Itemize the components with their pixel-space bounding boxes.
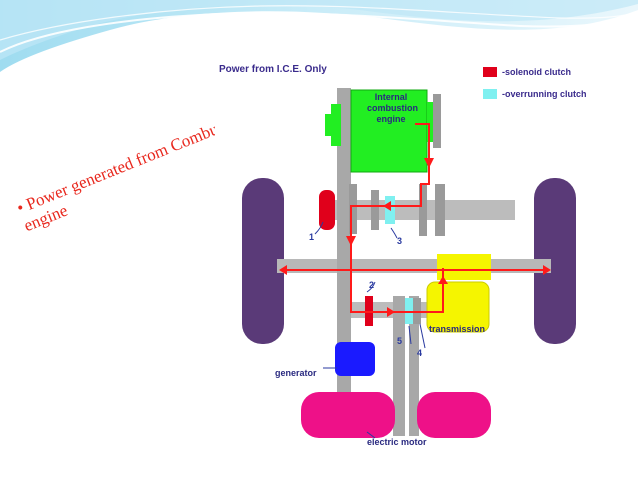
electric-motor-right	[417, 392, 491, 438]
legend-overrunning-label: -overrunning clutch	[502, 89, 587, 99]
gear	[371, 190, 379, 230]
legend-solenoid: -solenoid clutch	[483, 67, 571, 77]
callout-3: 3	[397, 236, 403, 246]
center-vertical-shaft	[393, 296, 405, 436]
electric-motor-label: electric motor	[367, 437, 427, 447]
left-vertical-shaft	[337, 88, 351, 418]
gear	[435, 184, 445, 236]
legend-overrunning: -overrunning clutch	[483, 89, 587, 99]
callout-1: 1	[309, 232, 315, 242]
gear	[433, 94, 441, 148]
transmission-label: transmission	[429, 324, 486, 334]
center-vertical-shaft-2	[409, 296, 419, 436]
engine-flange	[331, 104, 341, 146]
callout-5: 5	[397, 336, 403, 346]
powertrain-diagram: Power from I.C.E. Only -solenoid clutch …	[215, 56, 615, 454]
diagram-title: Power from I.C.E. Only	[219, 64, 327, 75]
engine-flange	[325, 114, 335, 136]
leader-lines	[314, 221, 426, 439]
right-wheel	[534, 178, 576, 344]
generator	[335, 342, 375, 376]
engine-label: Internal combustion engine	[367, 92, 418, 124]
power-flow-arrows	[279, 158, 551, 317]
gear	[349, 184, 357, 234]
callout-4: 4	[417, 348, 423, 358]
left-wheel	[242, 178, 284, 344]
callout-2: 2	[369, 280, 375, 290]
gear	[419, 184, 427, 236]
power-flow-path	[285, 123, 545, 313]
overrunning-swatch	[483, 89, 497, 99]
engine-block	[350, 89, 428, 173]
solenoid-swatch	[483, 67, 497, 77]
drivetrain-drawing	[242, 88, 576, 439]
legend-solenoid-label: -solenoid clutch	[502, 67, 572, 77]
header-wave-decoration	[0, 0, 638, 72]
generator-label: generator	[275, 368, 317, 378]
electric-motor-left	[301, 392, 395, 438]
solenoid-clutch-1	[319, 190, 335, 230]
transmission-upper	[437, 254, 491, 280]
